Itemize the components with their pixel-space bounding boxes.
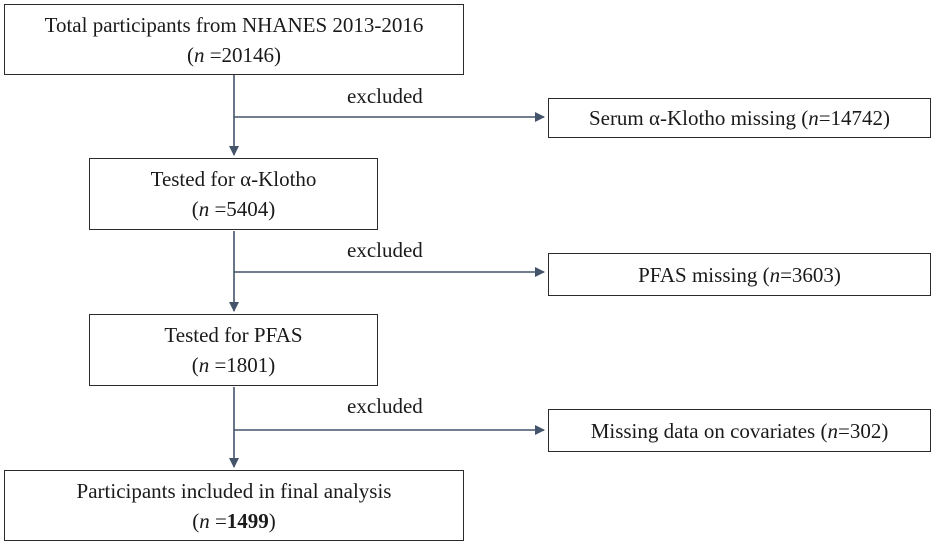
exclusion-reason: PFAS missing — [638, 262, 758, 287]
step-box-final: Participants included in final analysis … — [4, 470, 464, 541]
step-title: Tested for PFAS — [164, 323, 303, 347]
step-count-line: (n =5404) — [191, 197, 276, 221]
excluded-label-1: excluded — [347, 84, 423, 108]
exclusion-box-covariates: Missing data on covariates (n =302) — [548, 409, 931, 452]
step-count: 5404 — [226, 197, 269, 221]
step-count-line: (n =20146) — [186, 42, 282, 67]
step-count-line: (n =1801) — [191, 353, 276, 377]
n-symbol: n — [808, 106, 819, 130]
n-symbol: n — [193, 42, 205, 67]
n-symbol: n — [198, 353, 210, 377]
excluded-label-2: excluded — [347, 238, 423, 262]
step-title: Total participants from NHANES 2013-2016 — [44, 12, 424, 37]
step-box-klotho: Tested for α-Klotho (n =5404) — [89, 158, 378, 230]
exclusion-count: 3603 — [791, 262, 834, 287]
exclusion-reason: Serum α-Klotho missing — [588, 106, 796, 130]
n-symbol: n — [769, 262, 781, 287]
exclusion-count: 302 — [849, 418, 882, 443]
step-box-pfas: Tested for PFAS (n =1801) — [89, 314, 378, 386]
n-symbol: n — [198, 197, 210, 221]
step-title: Participants included in final analysis — [76, 478, 392, 503]
step-count-line: (n =1499) — [192, 508, 276, 533]
n-symbol: n — [827, 418, 838, 443]
step-count: 20146 — [221, 42, 275, 67]
excluded-label-3: excluded — [347, 394, 423, 418]
exclusion-count: 14742 — [830, 106, 884, 130]
step-box-total: Total participants from NHANES 2013-2016… — [4, 4, 464, 75]
exclusion-box-pfas: PFAS missing (n =3603) — [548, 253, 931, 296]
step-count: 1801 — [226, 353, 269, 377]
step-count: 1499 — [226, 508, 269, 533]
step-title: Tested for α-Klotho — [150, 167, 317, 191]
n-symbol: n — [199, 508, 210, 533]
exclusion-reason: Missing data on covariates — [590, 418, 816, 443]
exclusion-box-klotho: Serum α-Klotho missing (n =14742) — [548, 98, 931, 138]
